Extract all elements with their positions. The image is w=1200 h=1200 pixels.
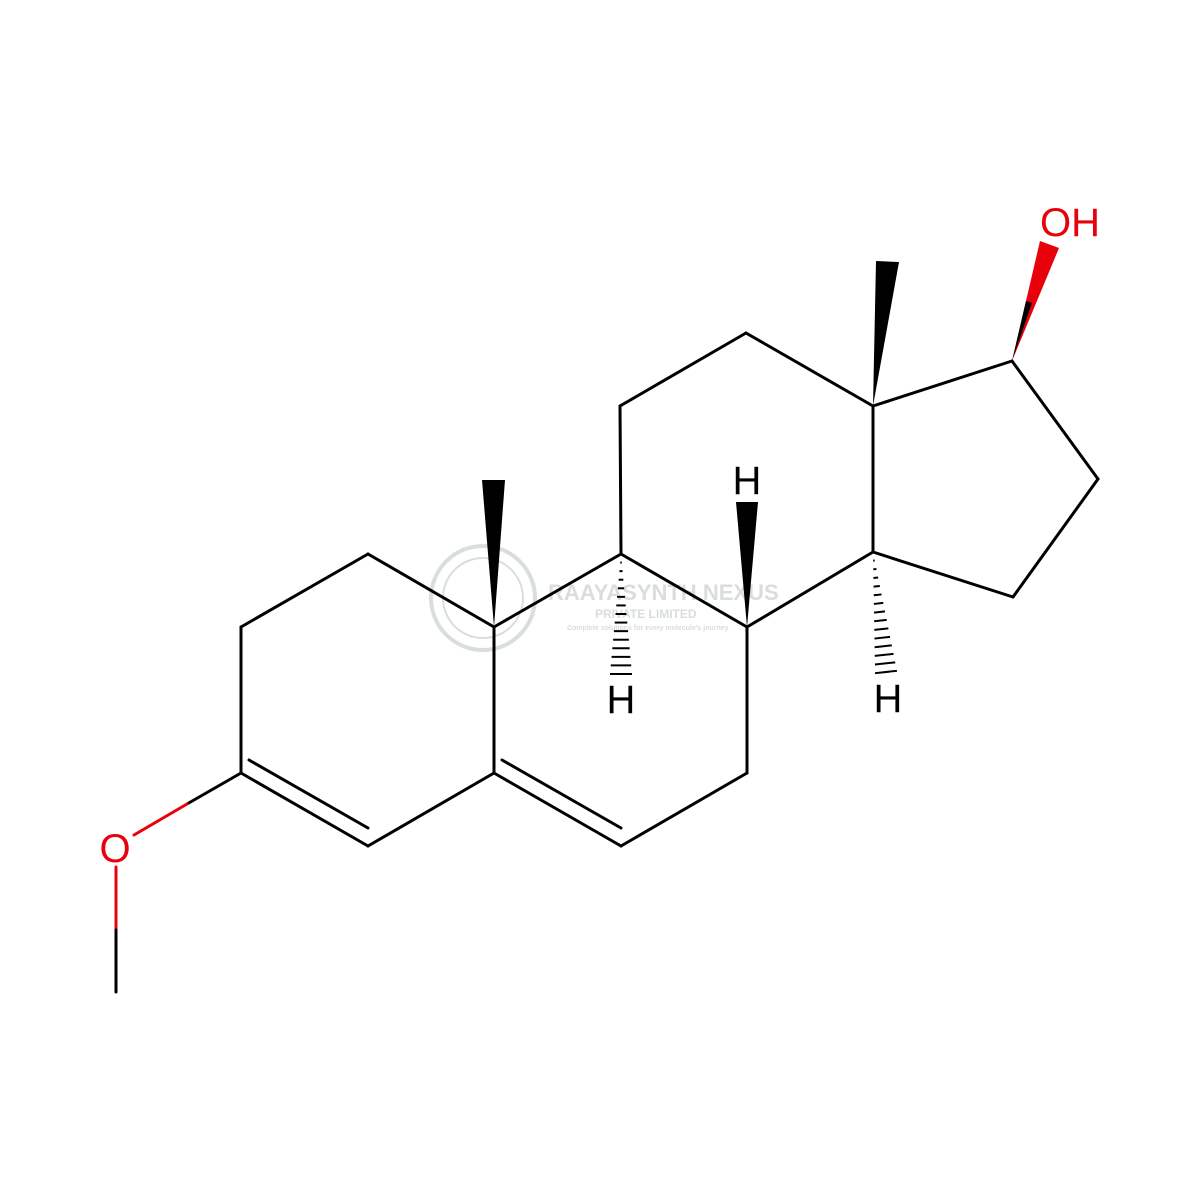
bond-c3-o (185, 771, 243, 806)
bond-c9-c10 (492, 552, 623, 629)
watermark-logo-inner (442, 557, 524, 639)
wedge-h-c8 (736, 502, 758, 627)
label-h-c9: H (607, 678, 636, 722)
label-h-c14: H (874, 677, 903, 721)
wedge-methyl-c10 (482, 480, 505, 627)
bond-c5-c6 (492, 771, 623, 848)
bond-c10-c1 (366, 552, 496, 629)
hashed-h-c9 (610, 561, 632, 675)
wedge-oh-c17 (1012, 241, 1059, 361)
hash-c14-stroke (873, 576, 879, 579)
hash-c14-stroke (873, 601, 884, 605)
bond-c6-c7 (619, 771, 749, 848)
wedge-oh-c17-dark (1012, 301, 1032, 361)
hash-c14-stroke (874, 652, 894, 657)
bond-c13-c17 (871, 359, 1014, 408)
hash-c14-stroke (874, 661, 896, 666)
bond-c16-c15 (1011, 477, 1100, 599)
bond-c15-c14 (871, 550, 1015, 599)
bond-c3-c4 (239, 771, 370, 848)
hash-c14-stroke (873, 593, 882, 597)
watermark-subtitle: PRIVATE LIMITED (595, 607, 697, 621)
bond-c14-c8 (745, 550, 875, 629)
label-methoxy-oxygen: O (99, 827, 130, 871)
bond-c3-c4-inner (247, 758, 370, 830)
bond-c9-c11 (618, 404, 623, 556)
bond-c12-c13 (744, 331, 875, 408)
hash-c14-stroke (873, 584, 880, 588)
hash-c14-stroke (874, 669, 898, 675)
bond-c5-c6-inner (500, 758, 623, 830)
bond-c8-c9 (619, 552, 749, 629)
hash-c14-stroke (874, 635, 891, 640)
hash-c14-stroke (874, 644, 892, 649)
label-hydroxyl: OH (1040, 201, 1100, 245)
watermark-logo (429, 544, 537, 652)
hashed-h-c14 (873, 559, 898, 675)
wedge-methyl-c13 (873, 261, 899, 406)
bond-c1-c2 (239, 552, 370, 629)
bond-c17-c16 (1010, 359, 1100, 481)
bond-c11-c12 (618, 331, 748, 408)
watermark: RAAYASYNTH NEXUS PRIVATE LIMITED Complet… (429, 544, 779, 652)
hash-c14-stroke (874, 627, 889, 631)
bond-c3-o-red (132, 802, 189, 837)
hash-c14-stroke (873, 610, 886, 614)
hash-c14-stroke (874, 618, 887, 623)
watermark-company: RAAYASYNTH NEXUS (548, 580, 779, 605)
label-h-c8: H (733, 459, 762, 503)
watermark-tagline: Complete solutions for every molecule's … (567, 625, 729, 632)
bond-c4-c5 (366, 771, 496, 848)
